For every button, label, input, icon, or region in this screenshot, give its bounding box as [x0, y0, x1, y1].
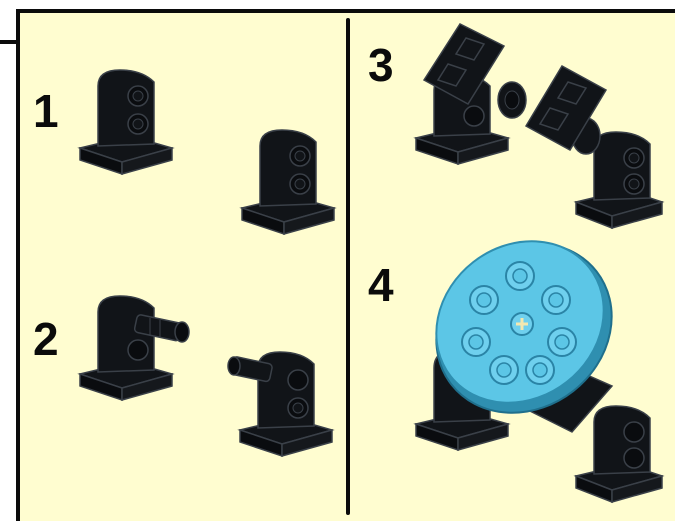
step1-bracket-icon-a [76, 66, 176, 176]
step4-turntable-assembly-icon [412, 246, 670, 514]
step2-bracket-with-pin-icon-a [76, 292, 196, 404]
step2-bracket-with-pin-icon-b [226, 346, 342, 460]
step-number-2: 2 [33, 316, 59, 362]
column-divider [346, 18, 350, 515]
panel-edge-line [0, 40, 20, 44]
step3-tilted-plate-assembly-icon-b [522, 56, 667, 234]
step-number-4: 4 [368, 262, 394, 308]
step-number-1: 1 [33, 88, 59, 134]
step1-bracket-icon-b [238, 126, 338, 236]
step-number-3: 3 [368, 42, 394, 88]
